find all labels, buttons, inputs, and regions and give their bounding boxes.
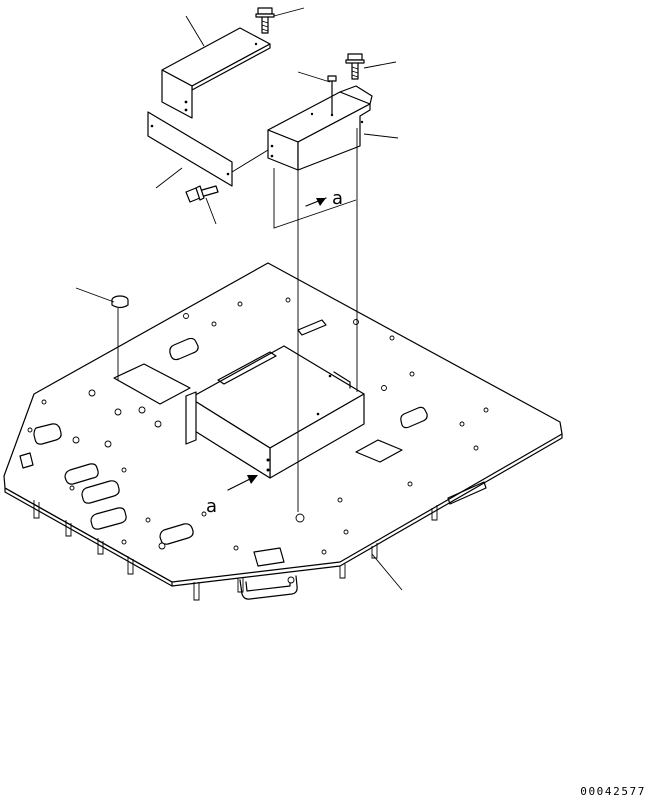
cover-assembly-installed: [185, 345, 365, 479]
bolt-top: [255, 7, 275, 34]
grommet: [111, 295, 129, 309]
rivet-small: [327, 75, 337, 117]
view-arrow-lower: a: [206, 475, 258, 517]
bracket-cover: [267, 85, 373, 171]
bolt-right: [345, 53, 365, 80]
leader-lines: [75, 7, 403, 591]
side-plate: [147, 111, 233, 187]
bolt-left: [185, 185, 219, 203]
assembly-lines: [117, 128, 358, 512]
drawing-number: 00042577: [580, 785, 646, 798]
view-label-upper: a: [332, 188, 343, 209]
view-arrow-upper: a: [305, 188, 343, 209]
upper-cover: [161, 27, 271, 119]
view-label-lower: a: [206, 496, 217, 517]
